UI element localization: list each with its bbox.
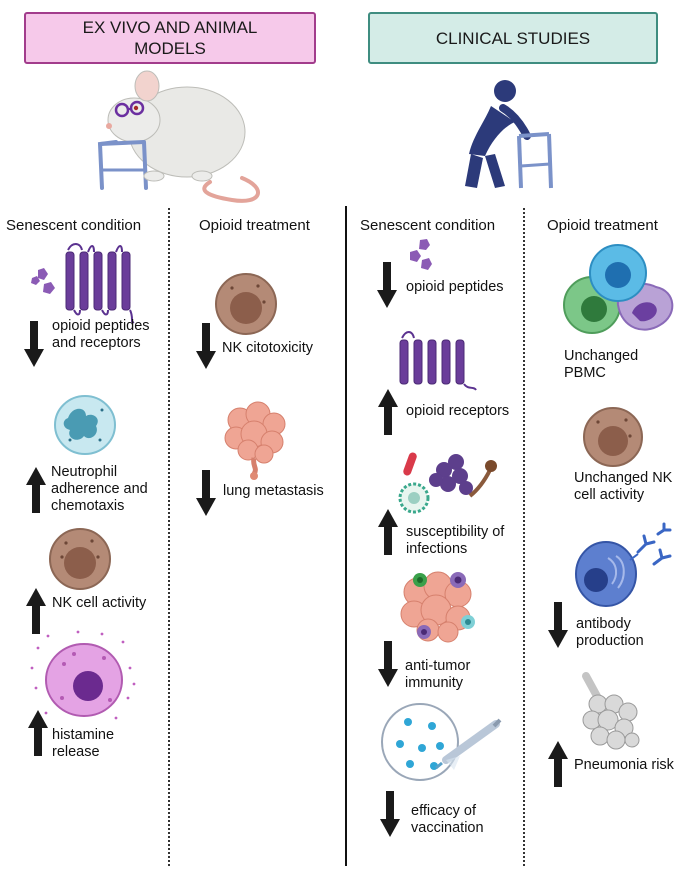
col4-title: Opioid treatment bbox=[547, 217, 658, 234]
col3-item4-label: anti-tumor immunity bbox=[405, 658, 471, 691]
down-arrow-icon bbox=[380, 791, 400, 837]
col3-item5-label: efficacy of vaccination bbox=[411, 803, 484, 836]
col1-item2-label: Neutrophil adherence and chemotaxis bbox=[51, 464, 148, 514]
header-clinical-studies: CLINICAL STUDIES bbox=[368, 12, 658, 64]
col4-item1-label: Unchanged PBMC bbox=[564, 348, 639, 381]
down-arrow-icon bbox=[378, 641, 398, 687]
divider-solid-center bbox=[345, 206, 347, 866]
pathogens-icon bbox=[398, 452, 497, 514]
mast-cell-icon bbox=[30, 630, 136, 720]
col1-item3-label: NK cell activity bbox=[52, 595, 147, 611]
col1-item1-label: opioid peptides and receptors bbox=[52, 318, 150, 351]
vaccine-icon bbox=[381, 703, 502, 781]
col4-item4-label: Pneumonia risk bbox=[574, 757, 674, 773]
down-arrow-icon bbox=[24, 321, 44, 367]
col3-item3-label: susceptibility of infections bbox=[406, 524, 505, 557]
down-arrow-icon bbox=[377, 262, 397, 308]
pbmc-icon bbox=[563, 244, 674, 334]
col4-item3-label: antibody production bbox=[576, 616, 644, 649]
elderly-person-walker-icon bbox=[465, 80, 553, 189]
neutrophil-icon bbox=[54, 395, 116, 455]
col2-title: Opioid treatment bbox=[199, 217, 310, 234]
plasma-cell-icon bbox=[575, 522, 672, 607]
down-arrow-icon bbox=[548, 602, 568, 648]
up-arrow-icon bbox=[378, 509, 398, 555]
mouse-with-walker-icon bbox=[97, 70, 260, 203]
header-clinical-studies-text: CLINICAL STUDIES bbox=[435, 28, 591, 48]
col3-item1-label: opioid peptides bbox=[406, 279, 504, 295]
up-arrow-icon bbox=[26, 467, 46, 513]
tumor-icon bbox=[224, 401, 286, 480]
col1-title: Senescent condition bbox=[6, 217, 142, 234]
down-arrow-icon bbox=[196, 323, 216, 369]
down-arrow-icon bbox=[196, 470, 216, 516]
nk-cell-icon bbox=[215, 273, 277, 335]
gpcr-receptor-icon bbox=[31, 243, 135, 324]
header-animal-models-text: EX VIVO AND ANIMAL MODELS bbox=[82, 18, 258, 58]
col2-item1-label: NK citotoxicity bbox=[222, 340, 314, 356]
up-arrow-icon bbox=[548, 741, 568, 787]
col2-item2-label: lung metastasis bbox=[223, 483, 324, 499]
tumor-immune-icon bbox=[400, 571, 475, 643]
divider-dotted-right bbox=[523, 208, 525, 866]
up-arrow-icon bbox=[28, 710, 48, 756]
col3-item2-label: opioid receptors bbox=[406, 403, 510, 419]
lung-alveoli-icon bbox=[582, 672, 640, 750]
up-arrow-icon bbox=[26, 588, 46, 634]
gpcr-receptor-icon bbox=[399, 331, 477, 391]
peptide-icon bbox=[410, 239, 432, 270]
col1-item4-label: histamine release bbox=[52, 727, 115, 760]
divider-dotted-left bbox=[168, 208, 170, 866]
up-arrow-icon bbox=[378, 389, 398, 435]
nk-cell-icon bbox=[49, 528, 111, 590]
nk-cell-icon bbox=[583, 407, 643, 467]
col4-item2-label: Unchanged NK cell activity bbox=[574, 470, 673, 503]
col3-title: Senescent condition bbox=[360, 217, 496, 234]
header-animal-models: EX VIVO AND ANIMAL MODELS bbox=[24, 12, 316, 64]
